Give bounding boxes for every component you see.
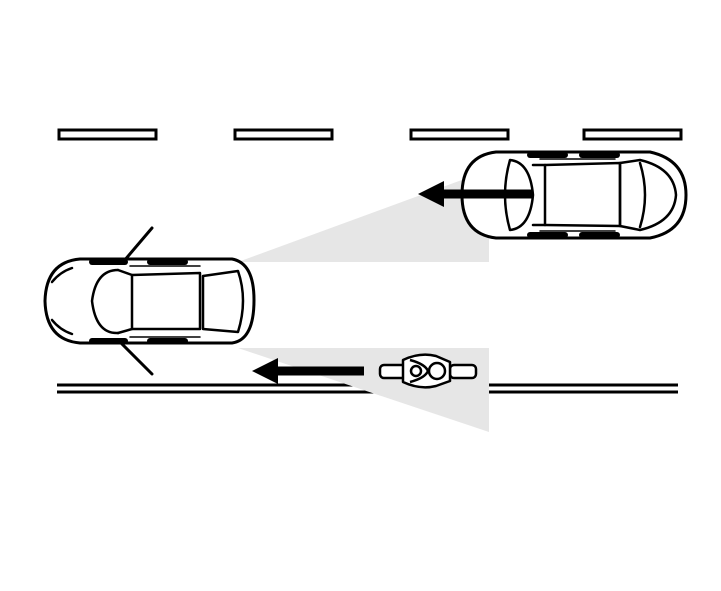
right-mirror-line xyxy=(116,338,154,376)
motorcycle xyxy=(378,353,478,389)
lane-dash xyxy=(582,128,683,141)
motorcycle-front-wheel xyxy=(448,363,478,380)
left-mirror-blind-zone xyxy=(238,170,489,262)
lane-dash xyxy=(233,128,334,141)
own-car xyxy=(43,226,256,376)
lane-dash xyxy=(409,128,510,141)
lane-dash xyxy=(57,128,158,141)
lane-dashes xyxy=(57,128,683,141)
motorcycle-direction-arrow xyxy=(252,358,364,384)
car-direction-arrow xyxy=(418,181,533,207)
rider-helmet xyxy=(427,361,447,381)
